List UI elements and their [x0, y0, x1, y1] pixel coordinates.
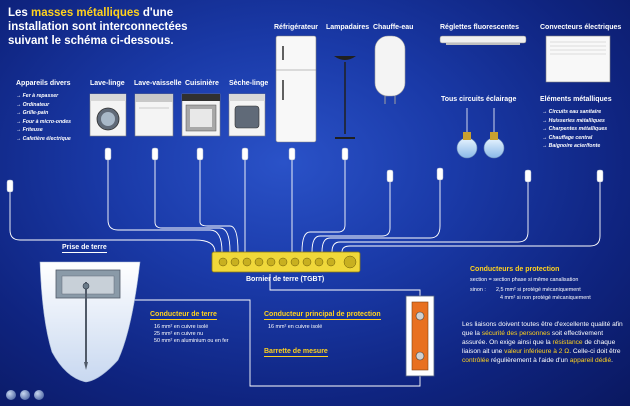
label-elements: Eléments métalliques [540, 96, 612, 103]
label-seche-linge: Sèche-linge [229, 80, 269, 87]
label-convecteurs: Convecteurs électriques [540, 24, 622, 31]
label-cond-principal: Conducteur principal de protection [264, 311, 381, 320]
list-item: → Grille-pain [16, 110, 49, 117]
dryer [228, 93, 266, 137]
label-eclairage: Tous circuits éclairage [441, 96, 517, 103]
list-item: → Chauffage central [542, 134, 593, 141]
list-item: → Fer à repasser [16, 93, 59, 99]
light-bulbs [456, 108, 505, 159]
list-item: → Charpentes métalliques [542, 126, 608, 133]
list-item: → Ordinateur [16, 101, 50, 108]
floor-lamp [334, 56, 356, 139]
label-reglettes: Réglettes fluorescentes [440, 24, 519, 31]
cond-principal-spec: 16 mm² en cuivre isolé [268, 324, 323, 330]
page-title: Les masses métalliques d'une installatio… [8, 7, 188, 47]
barrette [405, 295, 435, 377]
nav-dot-1[interactable] [6, 390, 16, 400]
label-lave-linge: Lave-linge [90, 80, 125, 87]
nav-dot-3[interactable] [34, 390, 44, 400]
dishwasher [134, 93, 174, 137]
convector [545, 35, 611, 83]
label-refrigerateur: Réfrigérateur [274, 24, 318, 31]
nav-buttons [6, 390, 44, 400]
label-lampadaires: Lampadaires [326, 24, 370, 31]
label-cuisiniere: Cuisinière [185, 80, 219, 87]
info-paragraph: Les liaisons doivent toutes être d'excel… [462, 321, 623, 364]
metal-list: → Circuits eau sanitaire → Huisseries mé… [542, 108, 607, 151]
list-item: → Huisseries métalliques [542, 117, 605, 124]
plugs [6, 147, 604, 193]
label-bornier: Bornier de terre (TGBT) [246, 276, 325, 283]
list-item: → Cafetière électrique [16, 135, 71, 142]
label-divers: Appareils divers [16, 80, 71, 87]
cond-terre-specs: 16 mm² en cuivre isolé 25 mm² en cuivre … [154, 324, 229, 344]
fridge [275, 35, 317, 143]
list-item: → Circuits eau sanitaire [542, 109, 602, 115]
sinon-2: 4 mm² si non protégé mécaniquement [500, 295, 591, 301]
label-lave-vaisselle: Lave-vaisselle [134, 80, 182, 87]
cond-protection-note: section = section phase si même canalisa… [470, 277, 579, 283]
earth-pit [39, 261, 141, 383]
sinon-label: sinon : [470, 287, 486, 293]
cooker [181, 93, 221, 137]
label-cond-protection: Conducteurs de protection [470, 266, 560, 273]
label-chauffe-eau: Chauffe-eau [373, 24, 414, 31]
nav-dot-2[interactable] [20, 390, 30, 400]
water-heater [374, 35, 406, 104]
list-item: → Four à micro-ondes [16, 118, 72, 125]
label-prise-terre: Prise de terre [62, 244, 107, 253]
list-item: → Friteuse [16, 127, 43, 134]
list-item: → Baignoire acier/fonte [542, 143, 601, 150]
washing-machine [89, 93, 127, 137]
bornier-bar [211, 251, 361, 273]
divers-list: → Fer à repasser → Ordinateur → Grille-p… [16, 92, 71, 144]
fluorescent-tube [439, 35, 527, 45]
label-barrette: Barrette de mesure [264, 348, 328, 357]
sinon-1: 2,5 mm² si protégé mécaniquement [496, 287, 581, 293]
label-cond-terre: Conducteur de terre [150, 311, 217, 320]
